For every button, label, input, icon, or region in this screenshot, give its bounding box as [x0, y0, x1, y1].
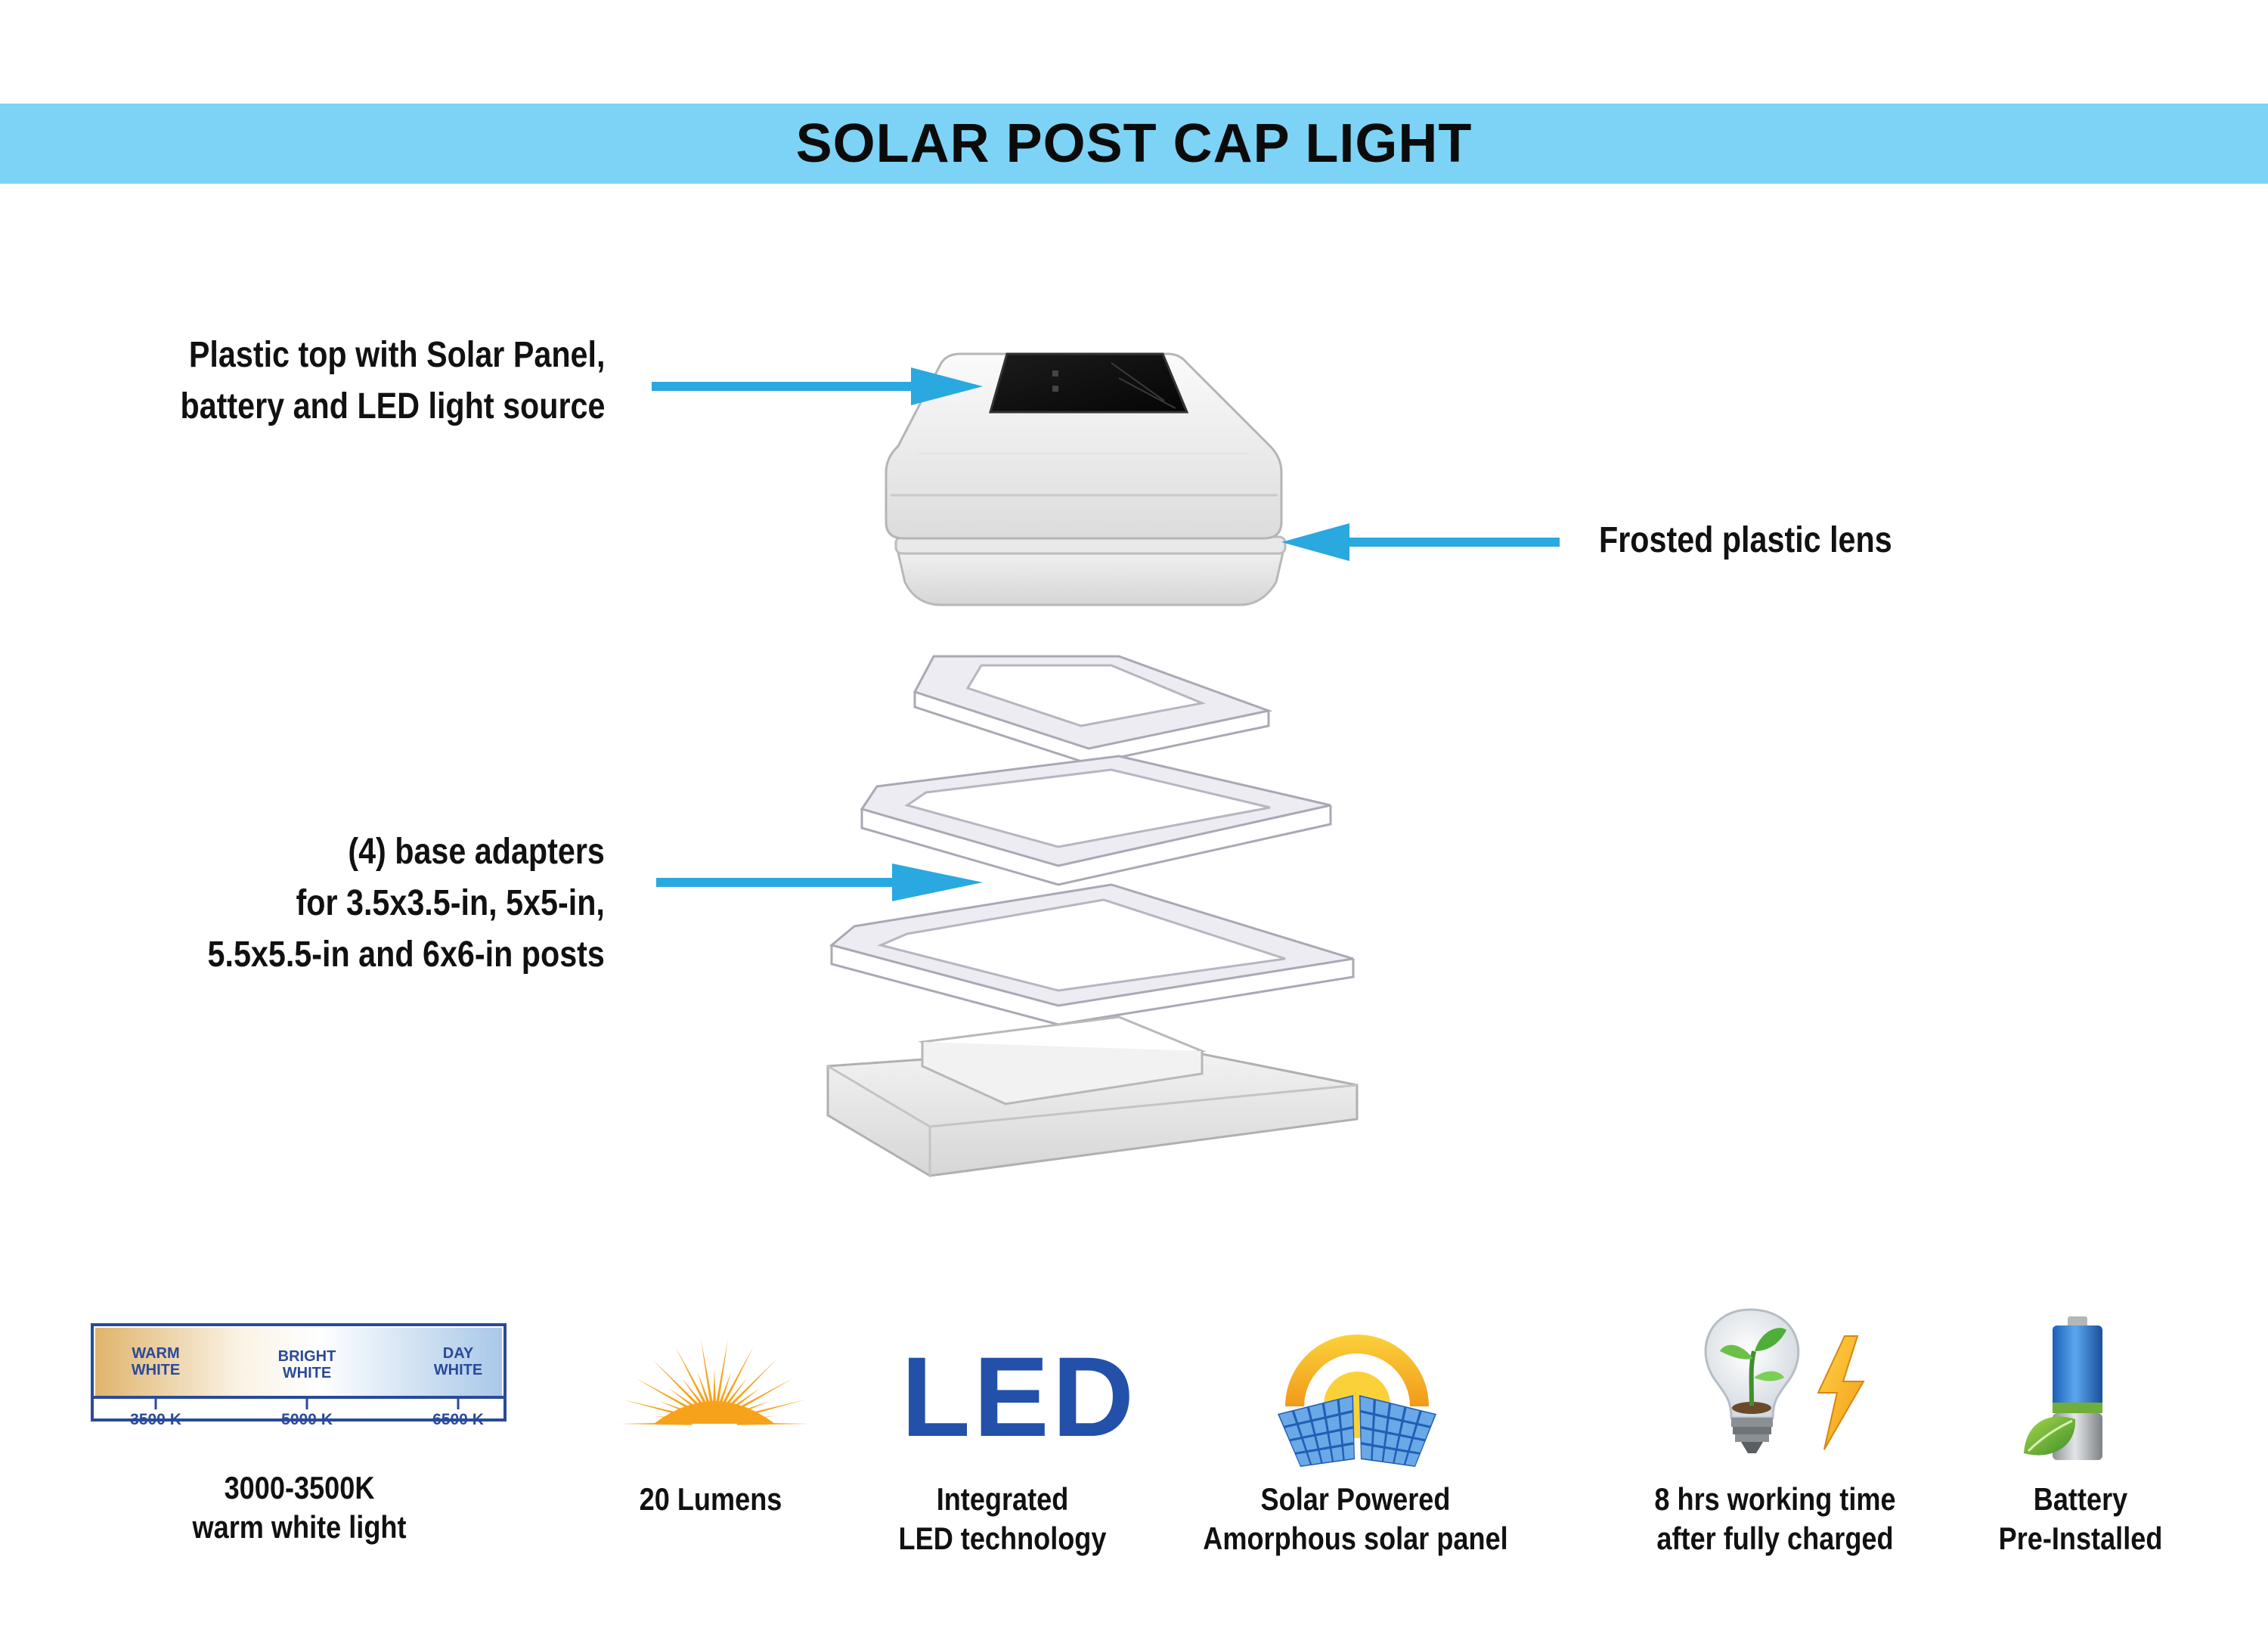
solar-cell	[1296, 1453, 1310, 1466]
solar-panel	[989, 352, 1189, 414]
callout-lens: Frosted plastic lens	[1599, 515, 1892, 566]
callout-top-part-line: Plastic top with Solar Panel,	[188, 335, 605, 375]
feature-caption: 3000-3500K warm white light	[193, 1468, 407, 1547]
solar-cell	[1284, 1425, 1301, 1440]
solar-cell	[1316, 1434, 1330, 1449]
solar-cell	[1374, 1415, 1387, 1431]
solar-cell	[1299, 1422, 1314, 1437]
scale-band-label: WHITE	[283, 1365, 331, 1381]
feature-caption-line: LED technology	[898, 1521, 1107, 1556]
solar-cell	[1308, 1450, 1321, 1465]
solar-cell	[1414, 1425, 1430, 1440]
color-temperature-scale-icon: WARM WHITE BRIGHT WHITE DAY WHITE 3500 K…	[91, 1323, 507, 1428]
feature-caption-line: 8 hrs working time	[1654, 1481, 1896, 1517]
solar-cell	[1361, 1444, 1372, 1460]
solar-cell	[1327, 1415, 1340, 1431]
feature-caption-line: 20 Lumens	[639, 1481, 782, 1517]
scale-band-label: BRIGHT	[278, 1348, 336, 1365]
callout-adapters-line: (4) base adapters	[348, 832, 605, 872]
sun-solar-panel-icon	[1278, 1335, 1436, 1467]
scale-band-label: WHITE	[132, 1362, 180, 1378]
solar-cell	[1324, 1400, 1339, 1416]
solar-cell	[1400, 1422, 1416, 1437]
solar-cell	[1373, 1431, 1386, 1446]
solar-cell	[1394, 1450, 1408, 1465]
sunburst-core	[654, 1401, 775, 1424]
sunburst-rays	[620, 1339, 809, 1425]
callout-adapters: (4) base adapters for 3.5x3.5-in, 5x5-in…	[208, 826, 605, 981]
feature-caption: Battery Pre-Installed	[1999, 1480, 2163, 1558]
solar-cell	[1331, 1446, 1343, 1462]
solar-cell	[1340, 1412, 1353, 1429]
solar-cell	[1342, 1428, 1354, 1444]
feature-caption-line: warm white light	[192, 1509, 407, 1545]
feature-caption-line: Pre-Installed	[1998, 1521, 2163, 1556]
scale-band-label: WARM	[132, 1345, 179, 1362]
solar-cell	[1418, 1411, 1435, 1426]
scale-tick-label: 5000 K	[281, 1411, 333, 1428]
solar-cell	[1409, 1439, 1425, 1453]
solar-cell	[1372, 1446, 1383, 1462]
feature-caption: Integrated LED technology	[899, 1480, 1107, 1558]
scale-band-label: WHITE	[434, 1362, 482, 1378]
solar-cell	[1404, 1407, 1420, 1423]
solar-cell	[1390, 1403, 1405, 1420]
solar-cell	[1387, 1418, 1402, 1434]
solar-cell	[1339, 1397, 1352, 1413]
scale-band-label: DAY	[443, 1345, 474, 1362]
feature-caption: 8 hrs working time after fully charged	[1654, 1480, 1895, 1558]
callout-top-part-line: battery and LED light source	[180, 386, 605, 426]
solar-cell	[1397, 1436, 1411, 1451]
feature-caption: 20 Lumens	[640, 1480, 782, 1519]
solar-cell	[1303, 1436, 1318, 1451]
battery-leaf-icon	[2024, 1316, 2102, 1460]
feature-caption-line: Battery	[2033, 1481, 2128, 1517]
feature-caption-line: after fully charged	[1656, 1521, 1894, 1556]
led-logo-icon: LED	[901, 1333, 1137, 1460]
solar-cell	[1383, 1449, 1396, 1463]
base-adapter-large	[829, 883, 1355, 1026]
solar-cell	[1343, 1444, 1354, 1460]
callout-adapters-line: for 3.5x3.5-in, 5x5-in,	[296, 883, 605, 923]
arrow-to-top	[652, 367, 983, 405]
arrow-to-adapters	[656, 863, 983, 901]
arrow-to-lens	[1281, 523, 1560, 561]
page-title: SOLAR POST CAP LIGHT	[795, 113, 1473, 174]
base-plate	[826, 1015, 1359, 1177]
solar-cell	[1312, 1418, 1327, 1434]
scale-tick-label: 3500 K	[130, 1411, 181, 1428]
title-banner: SOLAR POST CAP LIGHT	[0, 104, 2268, 184]
scale-tick-label: 6500 K	[432, 1411, 484, 1428]
solar-panel-right	[1359, 1395, 1436, 1467]
callout-adapters-line: 5.5x5.5-in and 6x6-in posts	[207, 935, 605, 975]
solar-cell	[1385, 1434, 1399, 1449]
callout-top-part: Plastic top with Solar Panel, battery an…	[180, 330, 605, 433]
solar-panel-left	[1278, 1395, 1355, 1467]
solar-cell	[1361, 1428, 1372, 1444]
feature-caption-line: Amorphous solar panel	[1203, 1521, 1508, 1556]
solar-cell	[1294, 1407, 1310, 1423]
base-adapter-small	[912, 655, 1273, 765]
solar-cell	[1309, 1403, 1325, 1420]
callout-lens-line: Frosted plastic lens	[1599, 520, 1892, 560]
solar-cell	[1329, 1431, 1342, 1446]
feature-caption: Solar Powered Amorphous solar panel	[1203, 1480, 1507, 1558]
solar-cell	[1290, 1439, 1306, 1453]
feature-caption-line: 3000-3500K	[224, 1470, 375, 1505]
feature-caption-line: Solar Powered	[1260, 1481, 1451, 1517]
feature-caption-line: Integrated	[936, 1481, 1069, 1517]
solar-cell	[1361, 1412, 1373, 1429]
base-adapter-medium	[860, 755, 1332, 886]
frosted-lens	[894, 535, 1287, 606]
bulb-plant-lightning-icon	[1704, 1308, 1865, 1453]
solar-cell	[1360, 1397, 1374, 1413]
solar-cell	[1319, 1449, 1332, 1463]
solar-cell	[1375, 1400, 1389, 1416]
solar-cell	[1279, 1411, 1297, 1426]
solar-cell	[1405, 1453, 1420, 1466]
sunburst-icon	[620, 1339, 809, 1425]
